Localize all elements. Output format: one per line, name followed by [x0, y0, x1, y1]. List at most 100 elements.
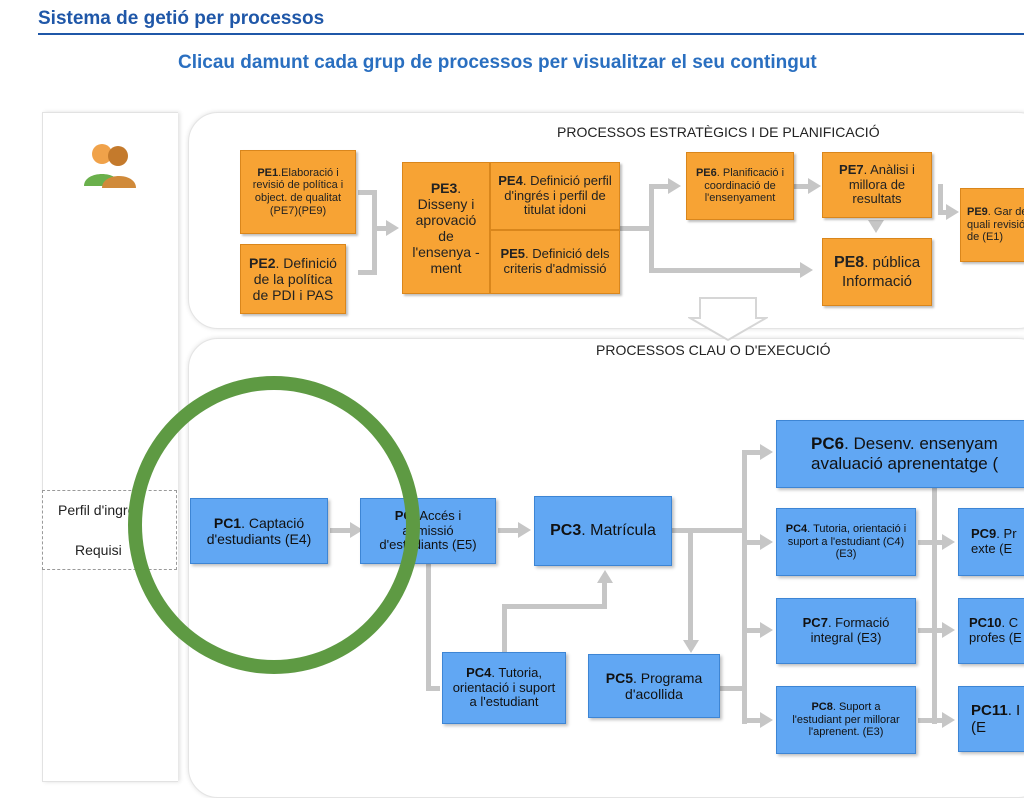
connector	[649, 268, 801, 273]
connector	[742, 450, 762, 455]
pe7-text: . Anàlisi i millora de resultats	[848, 161, 915, 207]
connector-arrow	[800, 262, 813, 278]
perfil-ingres-label: Perfil d'ingrés	[58, 502, 143, 518]
connector	[358, 190, 376, 195]
pc8-text: . Suport a l'estudiant per millorar l'ap…	[792, 701, 900, 739]
pc5-text: . Programa d'acollida	[625, 669, 703, 702]
connector	[620, 226, 652, 231]
pe6-text: . Planificació i coordinació de l'enseny…	[704, 167, 785, 205]
connector	[938, 210, 948, 215]
pe5-box[interactable]: PE5. Definició dels criteris d'admissió	[490, 230, 620, 294]
flow-down-arrow	[686, 296, 770, 342]
pe8-box[interactable]: PE8. pública Informació	[822, 238, 932, 306]
pc7-code: PC7	[802, 615, 828, 631]
connector	[502, 604, 606, 609]
connector-arrow	[760, 622, 773, 638]
pe4-text: . Definició perfil d'ingrés i perfil de …	[504, 172, 612, 218]
connector-arrow	[518, 522, 531, 538]
pe9-box[interactable]: PE9. Gar de quali revisió de (E1)	[960, 188, 1024, 262]
pe7-box[interactable]: PE7. Anàlisi i millora de resultats	[822, 152, 932, 218]
connector	[688, 533, 693, 641]
connector-arrow	[760, 444, 773, 460]
connector	[602, 582, 607, 609]
connector-arrow	[808, 178, 821, 194]
connector	[358, 270, 376, 275]
connector	[918, 540, 942, 545]
pc9-text: . Pr exte (E	[971, 526, 1017, 556]
pe6-box[interactable]: PE6. Planificació i coordinació de l'ens…	[686, 152, 794, 220]
title-divider	[38, 33, 1024, 35]
connector	[426, 686, 440, 691]
pc8-code: PC8	[811, 701, 833, 714]
pc9-box[interactable]: PC9. Pr exte (E	[958, 508, 1024, 576]
pe4-code: PE4	[498, 172, 523, 188]
pc6-box[interactable]: PC6. Desenv. ensenyam avaluació aprenent…	[776, 420, 1024, 488]
pc11-code: PC11	[971, 701, 1008, 719]
pc7-box[interactable]: PC7. Formació integral (E3)	[776, 598, 916, 664]
pe6-code: PE6	[695, 167, 717, 180]
pe9-code: PE9	[967, 206, 988, 219]
pc5-code: PC5	[605, 669, 633, 686]
connector-arrow	[386, 220, 399, 236]
strategic-processes-title: PROCESSOS ESTRATÈGICS I DE PLANIFICACIÓ	[557, 124, 880, 140]
pc4-suport-box[interactable]: PC4. Tutoria, orientació i suport a l'es…	[776, 508, 916, 576]
connector-arrow	[942, 622, 955, 638]
pc4b-text: . Tutoria, orientació i suport a l'estud…	[787, 523, 907, 561]
connector	[918, 718, 942, 723]
key-processes-title: PROCESSOS CLAU O D'EXECUCIÓ	[596, 342, 831, 358]
pc11-text: . I (E	[971, 701, 1021, 736]
connector	[720, 686, 746, 691]
pc4a-code: PC4	[466, 664, 492, 680]
pe5-text: . Definició dels criteris d'admissió	[503, 246, 610, 276]
connector-arrow	[760, 712, 773, 728]
pe3-code: PE3	[430, 179, 458, 196]
pe4-box[interactable]: PE4. Definició perfil d'ingrés i perfil …	[490, 162, 620, 230]
pe5-code: PE5	[500, 246, 526, 262]
connector	[794, 184, 810, 189]
pe1-box[interactable]: PE1.Elaboració i revisió de política i o…	[240, 150, 356, 234]
pc3-box[interactable]: PC3. Matrícula	[534, 496, 672, 566]
connector	[502, 604, 507, 656]
pc3-code: PC3	[550, 521, 582, 539]
pc4-tutoria-box[interactable]: PC4. Tutoria, orientació i suport a l'es…	[442, 652, 566, 724]
pc3-text: . Matrícula	[581, 521, 656, 539]
connector	[426, 560, 431, 690]
pc10-box[interactable]: PC10. C profes (E	[958, 598, 1024, 664]
connector	[742, 450, 747, 724]
pc4b-code: PC4	[785, 523, 808, 536]
connector-arrow	[668, 178, 681, 194]
connector	[372, 190, 377, 275]
pc8-box[interactable]: PC8. Suport a l'estudiant per millorar l…	[776, 686, 916, 754]
pe2-box[interactable]: PE2. Definició de la política de PDI i P…	[240, 244, 346, 314]
pe8-text: . pública Informació	[841, 254, 921, 290]
pc7-text: . Formació integral (E3)	[810, 615, 890, 645]
connector	[742, 540, 762, 545]
pe8-code: PE8	[833, 254, 865, 272]
page-subtitle: Clicau damunt cada grup de processos per…	[178, 52, 817, 73]
connector	[742, 628, 762, 633]
connector	[932, 488, 937, 724]
pc11-box[interactable]: PC11. I (E	[958, 686, 1024, 752]
connector-arrow	[868, 220, 884, 233]
page-title: Sistema de getió per processos	[38, 8, 325, 29]
pc5-box[interactable]: PC5. Programa d'acollida	[588, 654, 720, 718]
pe1-text: .Elaboració i revisió de política i obje…	[252, 166, 344, 217]
connector	[672, 528, 744, 533]
connector	[938, 184, 943, 214]
pe9-text: . Gar de quali revisió de (E1)	[967, 206, 1024, 244]
connector-arrow	[683, 640, 699, 653]
connector	[649, 184, 654, 272]
connector-arrow	[760, 534, 773, 550]
connector-arrow	[597, 570, 613, 583]
connector	[918, 628, 942, 633]
pe3-box[interactable]: PE3. Disseny i aprovació de l'ensenya -m…	[402, 162, 490, 294]
highlight-circle	[128, 376, 420, 674]
pc6-text: . Desenv. ensenyam avaluació aprenentatg…	[811, 434, 999, 473]
connector	[498, 528, 518, 533]
pe2-code: PE2	[249, 254, 276, 271]
pe3-text: . Disseny i aprovació de l'ensenya -ment	[412, 179, 480, 277]
pc10-code: PC10	[969, 615, 1002, 631]
pc10-text: . C profes (E	[969, 615, 1022, 645]
connector-arrow	[942, 712, 955, 728]
pe1-code: PE1	[257, 166, 279, 179]
